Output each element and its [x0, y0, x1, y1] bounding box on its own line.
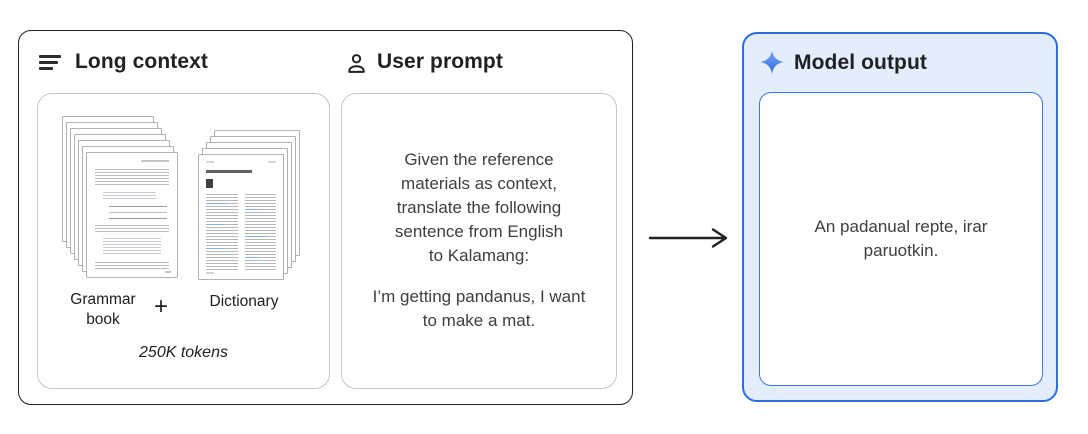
dictionary-stack: [196, 116, 308, 286]
model-output-title: Model output: [794, 51, 927, 74]
letter-heading-mark: [206, 179, 213, 188]
user-prompt-text: Given the reference materials as context…: [342, 148, 616, 333]
model-output-container: Model output An padanual repte, irar par…: [742, 32, 1058, 402]
grammar-book-label: Grammar book: [70, 291, 136, 329]
long-context-title: Long context: [75, 50, 209, 73]
token-count-label: 250K tokens: [139, 344, 228, 361]
sparkle-icon: [760, 50, 784, 74]
page-corner-mark: [206, 161, 214, 163]
grammar-book-stack: [62, 116, 212, 286]
long-context-panel: Grammar book + Dictionary 250K tokens: [37, 93, 330, 389]
text-line-bar: [39, 61, 58, 64]
text-line-bar: [39, 55, 61, 58]
plus-sign: +: [154, 293, 169, 320]
page-table: [109, 206, 167, 219]
dictionary-column: [244, 194, 276, 270]
right-arrow-icon: [648, 228, 728, 248]
highlighted-entry-line: [244, 209, 264, 210]
grammar-page-content: [87, 153, 177, 277]
prompt-paragraph-2: I’m getting pandanus, I want to make a m…: [372, 287, 586, 330]
input-container: Long context User prompt: [18, 30, 633, 405]
highlighted-entry-line: [244, 257, 261, 258]
wordlist-heading-line: [206, 170, 252, 173]
highlighted-entry-line: [206, 203, 229, 204]
page-text-lines: [95, 262, 169, 271]
prompt-paragraph-1: Given the reference materials as context…: [394, 150, 564, 265]
highlighted-entry-line: [206, 224, 224, 225]
page-header-line: [141, 160, 169, 162]
highlighted-entry-line: [244, 236, 268, 237]
dictionary-front-page: [198, 154, 284, 280]
page-text-lines: [95, 169, 169, 187]
dictionary-column: [206, 194, 238, 270]
dictionary-page-content: [199, 155, 283, 279]
page-text-lines: [95, 225, 169, 233]
text-line-bar: [39, 67, 53, 70]
grammar-book-front-page: [86, 152, 178, 278]
user-prompt-panel: Given the reference materials as context…: [341, 93, 617, 389]
model-output-text: An padanual repte, irar paruotkin.: [814, 217, 988, 260]
dictionary-label: Dictionary: [209, 293, 279, 310]
page-example-lines: [103, 238, 161, 256]
page-corner-mark: [268, 161, 276, 163]
dictionary-columns: [206, 194, 276, 270]
page-number-mark: [165, 271, 171, 273]
user-prompt-title: User prompt: [377, 50, 503, 73]
page-number-mark: [206, 272, 214, 274]
text-lines-icon: [39, 54, 63, 72]
person-icon: [348, 54, 365, 73]
highlighted-entry-line: [206, 248, 227, 249]
model-output-box: An padanual repte, irar paruotkin.: [759, 92, 1043, 386]
page-example-lines: [103, 192, 157, 200]
